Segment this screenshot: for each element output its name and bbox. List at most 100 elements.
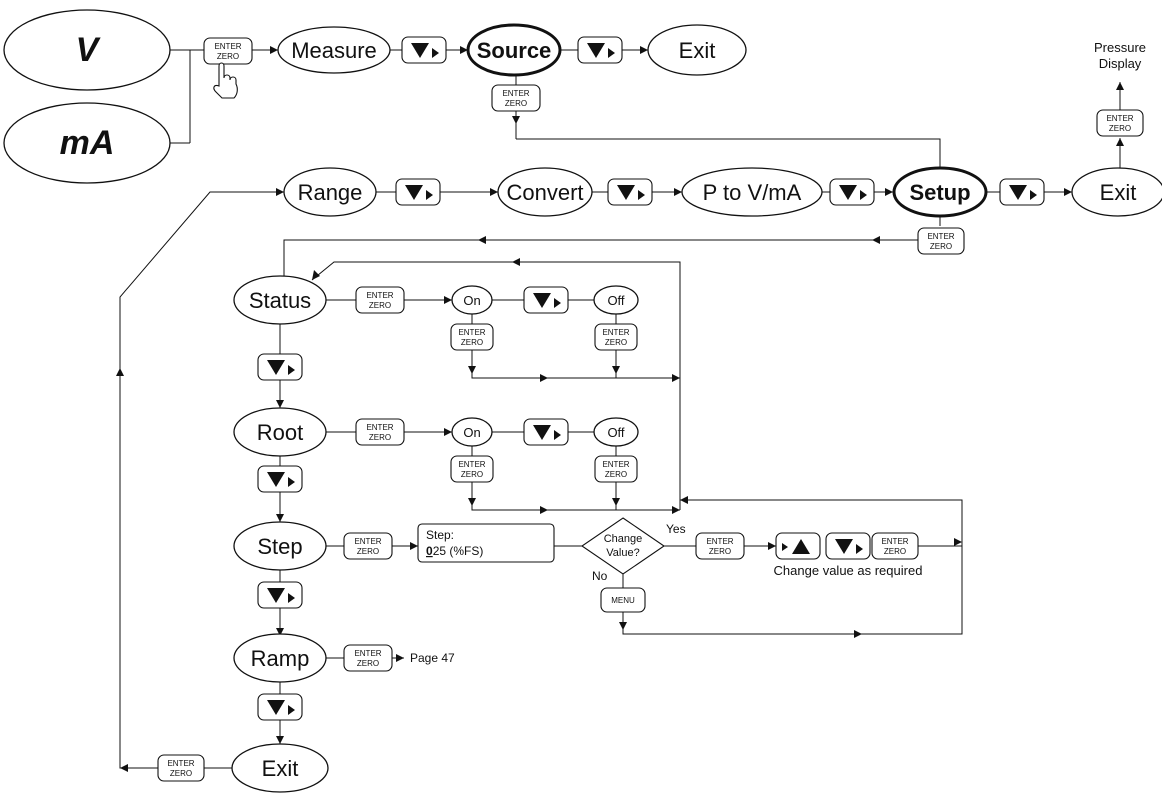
enter-zero-key[interactable]: ENTER ZERO [491, 84, 541, 112]
p-to-v-ma-node[interactable] [681, 167, 823, 217]
svg-text:ZERO: ZERO [461, 338, 483, 347]
ramp-label: Ramp [251, 646, 310, 671]
down-key[interactable] [829, 178, 875, 206]
change-value-note: Change value as required [774, 563, 923, 578]
on-option[interactable] [451, 417, 493, 447]
svg-text:ZERO: ZERO [357, 659, 379, 668]
svg-text:ENTER: ENTER [458, 460, 485, 469]
off-option[interactable] [593, 417, 639, 447]
svg-text:ENTER: ENTER [1106, 114, 1133, 123]
enter-zero-key[interactable]: ENTER ZERO [594, 455, 638, 483]
svg-text:ZERO: ZERO [884, 547, 906, 556]
change-value-decision [581, 517, 665, 575]
pressure-display-label: Display [1099, 56, 1142, 71]
down-key[interactable] [257, 693, 303, 721]
range-label: Range [298, 180, 363, 205]
down-key[interactable] [257, 465, 303, 493]
measure-label: Measure [291, 38, 377, 63]
down-key[interactable] [523, 418, 569, 446]
svg-text:ZERO: ZERO [369, 301, 391, 310]
down-key[interactable] [577, 36, 623, 64]
exit-label: Exit [262, 756, 299, 781]
down-key[interactable] [257, 581, 303, 609]
svg-text:ZERO: ZERO [709, 547, 731, 556]
down-key[interactable] [999, 178, 1045, 206]
step-cursor-digit: 0 [426, 544, 433, 558]
svg-text:ENTER: ENTER [706, 537, 733, 546]
svg-text:ENTER: ENTER [354, 649, 381, 658]
enter-zero-key[interactable]: ENTER ZERO [695, 532, 745, 560]
down-key[interactable] [395, 178, 441, 206]
convert-label: Convert [506, 180, 583, 205]
step-node[interactable] [233, 521, 327, 571]
svg-text:ENTER: ENTER [366, 291, 393, 300]
decision-label: Value? [606, 547, 639, 559]
down-key[interactable] [257, 353, 303, 381]
measure-node[interactable] [277, 26, 391, 74]
svg-text:ENTER: ENTER [214, 42, 241, 51]
enter-zero-key[interactable]: ENTER ZERO [917, 227, 965, 255]
source-node[interactable] [466, 23, 562, 77]
ramp-node[interactable] [233, 633, 327, 683]
svg-text:ZERO: ZERO [369, 433, 391, 442]
on-label: On [463, 293, 480, 308]
range-node[interactable] [283, 167, 377, 217]
convert-node[interactable] [497, 167, 593, 217]
p-to-v-ma-label: P to V/mA [703, 180, 802, 205]
off-label: Off [607, 425, 624, 440]
no-label: No [592, 569, 608, 583]
down-key[interactable] [825, 532, 871, 560]
decision-label: Change [604, 533, 643, 545]
enter-zero-key[interactable]: ENTER ZERO [450, 455, 494, 483]
step-display-screen [417, 523, 555, 563]
yes-label: Yes [666, 522, 686, 536]
setup-node[interactable] [892, 166, 988, 218]
mode-ma-label: mA [60, 124, 115, 162]
off-option[interactable] [593, 285, 639, 315]
enter-zero-key[interactable]: ENTER ZERO [355, 286, 405, 314]
step-display-title: Step: [426, 528, 454, 542]
enter-zero-key[interactable]: ENTER ZERO [203, 37, 253, 65]
setup-label: Setup [909, 180, 970, 205]
ramp-page-reference: Page 47 [410, 651, 455, 665]
enter-zero-key[interactable]: ENTER ZERO [1096, 109, 1144, 137]
root-label: Root [257, 420, 303, 445]
enter-zero-key[interactable]: ENTER ZERO [355, 418, 405, 446]
svg-text:ENTER: ENTER [602, 328, 629, 337]
down-key[interactable] [607, 178, 653, 206]
exit-node[interactable] [231, 743, 329, 793]
down-key[interactable] [523, 286, 569, 314]
step-display-value: 025 (%FS) [426, 544, 483, 558]
svg-text:ZERO: ZERO [170, 769, 192, 778]
svg-text:ZERO: ZERO [605, 470, 627, 479]
enter-zero-key[interactable]: ENTER ZERO [157, 754, 205, 782]
enter-zero-key[interactable]: ENTER ZERO [450, 323, 494, 351]
svg-text:ENTER: ENTER [881, 537, 908, 546]
svg-text:ENTER: ENTER [354, 537, 381, 546]
svg-text:ZERO: ZERO [1109, 124, 1131, 133]
exit-label: Exit [679, 38, 716, 63]
enter-zero-key[interactable]: ENTER ZERO [343, 532, 393, 560]
exit-node[interactable] [647, 24, 747, 76]
on-option[interactable] [451, 285, 493, 315]
step-label: Step [257, 534, 302, 559]
status-node[interactable] [233, 275, 327, 325]
root-node[interactable] [233, 407, 327, 457]
svg-text:ENTER: ENTER [602, 460, 629, 469]
svg-text:ENTER: ENTER [366, 423, 393, 432]
menu-key[interactable]: MENU [600, 587, 646, 613]
exit-node[interactable] [1071, 167, 1162, 217]
source-label: Source [477, 38, 552, 63]
svg-text:ZERO: ZERO [217, 52, 239, 61]
down-key[interactable] [401, 36, 447, 64]
enter-zero-key[interactable]: ENTER ZERO [343, 644, 393, 672]
enter-zero-key[interactable]: ENTER ZERO [594, 323, 638, 351]
svg-text:MENU: MENU [611, 596, 635, 605]
up-key[interactable] [775, 532, 821, 560]
exit-label: Exit [1100, 180, 1137, 205]
status-label: Status [249, 288, 311, 313]
svg-text:ZERO: ZERO [505, 99, 527, 108]
svg-text:ENTER: ENTER [927, 232, 954, 241]
enter-zero-key[interactable]: ENTER ZERO [871, 532, 919, 560]
